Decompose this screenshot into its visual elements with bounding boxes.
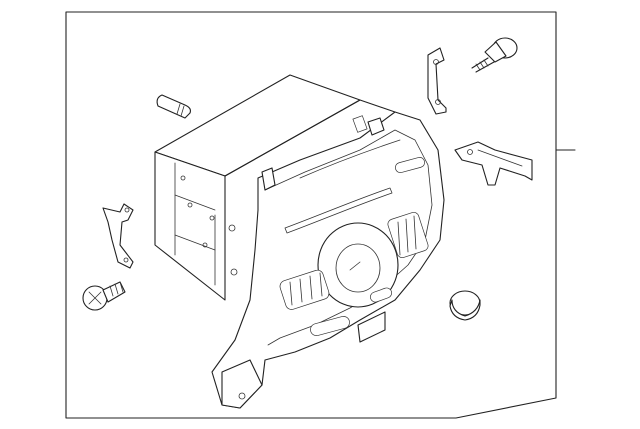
radio-assembly[interactable] xyxy=(154,74,445,409)
knob[interactable] xyxy=(449,290,481,321)
left-bracket[interactable] xyxy=(102,203,134,269)
lower-screw[interactable] xyxy=(82,281,126,311)
right-clip-bracket[interactable] xyxy=(454,141,533,186)
diagram-frame xyxy=(65,11,557,419)
guide-pin[interactable] xyxy=(156,94,191,119)
upper-right-bracket[interactable] xyxy=(427,47,447,115)
upper-bolt[interactable] xyxy=(471,37,518,73)
